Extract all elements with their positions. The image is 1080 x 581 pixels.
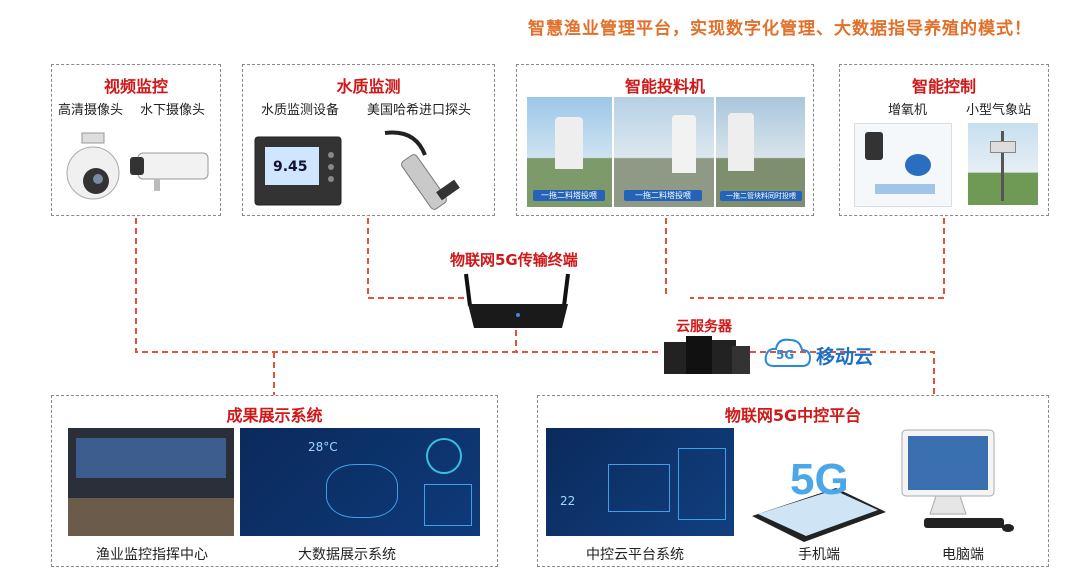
smart-control-title: 智能控制 xyxy=(911,77,976,96)
big-data-label: 大数据展示系统 xyxy=(298,547,396,563)
mobile-label: 手机端 xyxy=(798,547,840,563)
water-quality-title: 水质监测 xyxy=(336,77,401,96)
central-platform-label: 中控云平台系统 xyxy=(586,547,684,563)
feeder-caption-1: 一拖二料塔投喂 xyxy=(533,190,605,201)
weather-station-label: 小型气象站 xyxy=(966,103,1032,118)
phone-5g-icon: 5G xyxy=(752,455,886,542)
video-monitor-title: 视频监控 xyxy=(103,77,168,96)
router-icon xyxy=(464,273,570,328)
aerator-label: 增氧机 xyxy=(888,103,928,118)
cloud-text: 移动云 xyxy=(816,346,874,368)
hd-camera-label: 高清摄像头 xyxy=(58,103,124,118)
bullet-camera-icon xyxy=(130,152,209,191)
feeder-caption-3: 一拖二管块料同时投喂 xyxy=(720,191,802,201)
mobile-cloud-logo: 5G 移动云 xyxy=(764,336,896,370)
iot-5g-platform-box: 物联网5G中控平台 22 5G 中控云平台系统 手机端 电脑端 xyxy=(537,395,1049,567)
feeder-caption-2: 一拖二料塔投喂 xyxy=(624,190,702,201)
smart-feeder-title: 智能投料机 xyxy=(624,77,705,96)
weather-station-photo xyxy=(968,123,1038,205)
cloud-icon xyxy=(764,338,812,367)
results-display-box: 成果展示系统 28°C 渔业监控指挥中心 大数据展示系统 xyxy=(51,395,498,567)
smart-control-box: 智能控制 增氧机 小型气象站 xyxy=(839,64,1049,216)
feeder-photo-1: 一拖二料塔投喂 xyxy=(527,97,612,207)
central-control-screen: 22 xyxy=(546,428,734,536)
meter-reading: 9.45 xyxy=(273,159,308,175)
hach-probe-label: 美国哈希进口探头 xyxy=(367,103,472,118)
water-meter-icon xyxy=(254,136,342,206)
command-center-photo xyxy=(68,428,234,536)
results-display-title: 成果展示系统 xyxy=(226,406,323,425)
screen-temperature: 28°C xyxy=(308,440,338,454)
dome-camera-icon xyxy=(66,132,120,200)
iot-5g-terminal-label: 物联网5G传输终端 xyxy=(450,251,578,269)
video-monitor-box: 视频监控 高清摄像头 水下摄像头 xyxy=(51,64,221,216)
feeder-photo-3: 一拖二管块料同时投喂 xyxy=(716,97,805,207)
screen-number: 22 xyxy=(560,494,576,508)
desktop-computer-icon xyxy=(901,429,1014,532)
command-center-label: 渔业监控指挥中心 xyxy=(96,547,208,563)
feeder-photo-2: 一拖二料塔投喂 xyxy=(614,97,714,207)
cloud-server-label: 云服务器 xyxy=(676,319,732,335)
smart-feeder-box: 智能投料机 一拖二料塔投喂 一拖二料塔投喂 一拖二管块料同时投喂 xyxy=(516,64,814,216)
probe-icon xyxy=(384,130,460,210)
desktop-label: 电脑端 xyxy=(942,547,984,563)
water-quality-box: 水质监测 水质监测设备 美国哈希进口探头 9.45 xyxy=(242,64,495,216)
server-icon xyxy=(664,336,750,374)
headline: 智慧渔业管理平台，实现数字化管理、大数据指导养殖的模式！ xyxy=(528,19,1032,39)
aerator-diagram xyxy=(854,123,952,207)
big-data-screen: 28°C xyxy=(240,428,480,536)
underwater-camera-label: 水下摄像头 xyxy=(140,103,206,118)
svg-text:5G: 5G xyxy=(790,455,849,504)
cloud-5g-badge: 5G xyxy=(776,348,795,362)
iot-5g-platform-title: 物联网5G中控平台 xyxy=(724,406,862,425)
water-device-label: 水质监测设备 xyxy=(261,103,340,118)
